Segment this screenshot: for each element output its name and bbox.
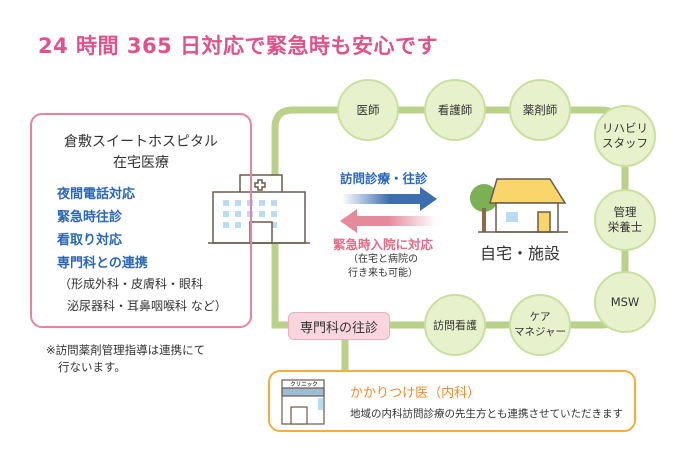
team-pharmacist: 薬剤師 xyxy=(509,79,571,141)
departments-line: 泌尿器科・耳鼻咽喉科 など） xyxy=(67,299,227,313)
hospital-icon xyxy=(208,174,310,244)
hospital-info-box: 倉敷スイートホスピタル 在宅医療 夜間電話対応 緊急時往診 看取り対応 専門科と… xyxy=(30,113,252,328)
team-nurse: 看護師 xyxy=(424,79,486,141)
feature-item: 看取り対応 xyxy=(57,233,123,248)
clinic-sign: クリニック xyxy=(290,382,318,388)
team-label: 管理 xyxy=(613,205,637,219)
home-label: 自宅・施設 xyxy=(480,244,561,263)
team-label: 看護師 xyxy=(437,102,473,117)
note-line: ※訪問薬剤管理指導は連携にて xyxy=(46,343,206,357)
team-rehab: リハビリスタッフ xyxy=(594,105,656,167)
feature-item: 夜間電話対応 xyxy=(57,187,136,202)
note-line: 行ないます。 xyxy=(58,360,126,374)
team-label: 訪問看護 xyxy=(433,318,477,332)
clinic-description: 地域の内科訪問診療の先生方とも連携させていただきます xyxy=(350,408,623,420)
note-line: 行き来も可能） xyxy=(348,268,418,279)
emergency-note: （在宅と病院の 行き来も可能） xyxy=(348,253,418,281)
team-label: スタッフ xyxy=(602,136,648,150)
hospital-service: 在宅医療 xyxy=(113,155,169,171)
emergency-arrow xyxy=(340,209,436,233)
emergency-label: 緊急時入院に対応 xyxy=(333,237,434,252)
team-label: ケア xyxy=(529,311,551,323)
team-label: MSW xyxy=(610,294,640,309)
team-dietitian: 管理栄養士 xyxy=(594,189,656,251)
team-doctor: 医師 xyxy=(337,79,399,141)
home-icon xyxy=(470,178,568,233)
visit-arrow xyxy=(342,187,437,211)
team-visit-nursing: 訪問看護 xyxy=(424,294,486,356)
clinic-title: かかりつけ医（内科） xyxy=(350,386,481,401)
team-label: 医師 xyxy=(356,102,380,117)
visit-label: 訪問診療・往診 xyxy=(340,171,428,186)
note-line: （在宅と病院の xyxy=(348,254,418,265)
team-care-manager: ケアマネジャー xyxy=(509,294,571,356)
team-label: リハビリ xyxy=(602,121,648,135)
team-label: 栄養士 xyxy=(607,220,643,234)
team-msw: MSW xyxy=(594,271,656,333)
feature-item: 緊急時往診 xyxy=(57,210,123,225)
clinic-box: かかりつけ医（内科） 地域の内科訪問診療の先生方とも連携させていただきます xyxy=(268,370,636,432)
feature-item: 専門科との連携 xyxy=(57,256,148,271)
team-label: マネジャー xyxy=(514,326,566,338)
hospital-name: 倉敷スイートホスピタル xyxy=(64,134,218,150)
specialist-visit-badge: 専門科の往診 xyxy=(288,312,390,340)
clinic-icon xyxy=(281,379,325,425)
pharmacy-note: ※訪問薬剤管理指導は連携にて 行ないます。 xyxy=(46,342,205,376)
team-label: 薬剤師 xyxy=(522,102,558,117)
page-title: 24 時間 365 日対応で緊急時も安心です xyxy=(38,34,438,58)
departments-line: （形成外科・皮膚科・眼科 xyxy=(59,277,204,291)
